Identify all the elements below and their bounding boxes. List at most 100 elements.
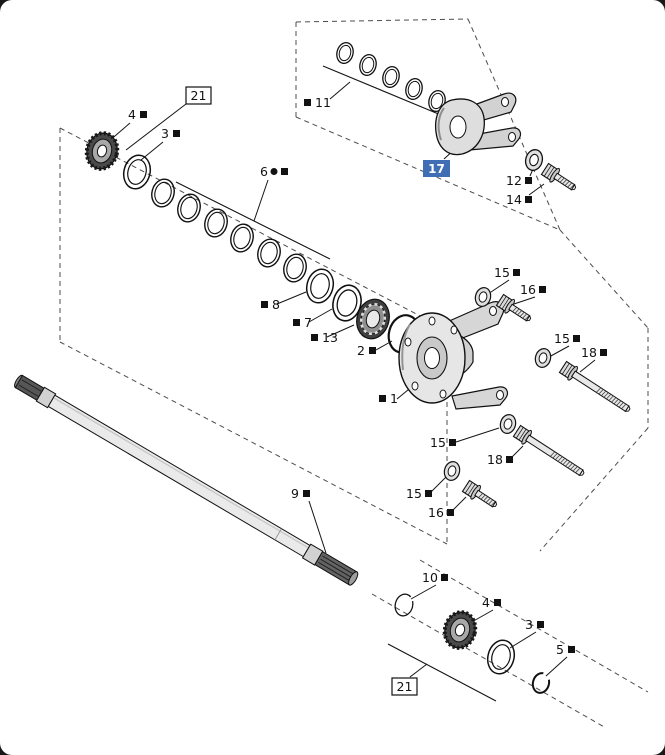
callout-5[interactable]: 5 xyxy=(556,642,575,657)
part-washer-12[interactable] xyxy=(522,147,546,173)
shaft-joint-line xyxy=(274,528,282,541)
part-snap-ring-5[interactable] xyxy=(531,671,552,694)
bearing-inner-race xyxy=(365,309,381,329)
part-shim-6-5[interactable] xyxy=(254,235,284,271)
construction-line xyxy=(59,127,448,331)
shaft-spline-line xyxy=(21,379,42,392)
callout-label: 9 xyxy=(291,486,299,501)
part-shim-6-3[interactable] xyxy=(201,205,231,241)
callout-13[interactable]: 13 xyxy=(311,330,338,345)
callout-15-b[interactable]: 15 xyxy=(554,331,580,346)
callout-17-selected[interactable]: 17 xyxy=(423,160,450,177)
leader-line-16b xyxy=(451,496,467,512)
callout-square-marker xyxy=(369,347,376,354)
callout-2[interactable]: 2 xyxy=(357,343,376,358)
leader-line-14 xyxy=(528,183,545,196)
part-bolt-14[interactable] xyxy=(540,161,580,196)
callout-18-a[interactable]: 18 xyxy=(581,345,607,360)
callout-14[interactable]: 14 xyxy=(506,192,532,207)
callout-18-b[interactable]: 18 xyxy=(487,452,513,467)
callout-3-bottom[interactable]: 3 xyxy=(525,617,544,632)
knuckle-lower-ear xyxy=(467,127,522,151)
callout-square-marker xyxy=(311,334,318,341)
leader-lines xyxy=(107,65,596,702)
hub-bolt-hole xyxy=(404,337,412,347)
callout-square-marker xyxy=(173,130,180,137)
hub-arm-hole xyxy=(496,390,504,400)
leader-line-18a xyxy=(579,359,596,373)
callout-16-a[interactable]: 16 xyxy=(520,282,546,297)
callout-label: 18 xyxy=(487,452,503,467)
construction-line xyxy=(559,229,649,329)
shaft-spline-line xyxy=(322,555,355,576)
part-shim-11-4[interactable] xyxy=(402,76,426,102)
knuckle-ear-hole xyxy=(501,97,509,107)
part-washer-15d[interactable] xyxy=(441,459,463,483)
construction-line xyxy=(59,341,448,545)
callout-15-a[interactable]: 15 xyxy=(494,265,520,280)
callout-label: 5 xyxy=(556,642,564,657)
part-bearing-13[interactable] xyxy=(352,296,393,343)
callout-square-marker xyxy=(293,319,300,326)
hub-arm-hole xyxy=(489,306,497,316)
callout-1[interactable]: 1 xyxy=(379,391,398,406)
callout-16-b[interactable]: 16 xyxy=(428,505,454,520)
leader-line-6 xyxy=(253,179,269,222)
callout-15-c[interactable]: 15 xyxy=(430,435,456,450)
callout-4-top[interactable]: 4 xyxy=(128,107,147,122)
callout-label: 7 xyxy=(304,315,312,330)
part-bolt-18a[interactable] xyxy=(558,359,635,418)
part-bearing-cone-4-bottom[interactable] xyxy=(438,606,482,654)
callout-4-bottom[interactable]: 4 xyxy=(482,595,501,610)
callout-label: 3 xyxy=(525,617,533,632)
part-washer-15b[interactable] xyxy=(532,346,554,370)
part-hub-1[interactable] xyxy=(398,301,509,410)
callouts-layer: 21 4 3 6 11 17 12 14 xyxy=(128,86,607,696)
part-shim-6-1[interactable] xyxy=(148,175,178,211)
leader-line-11 xyxy=(329,81,351,100)
callout-15-d[interactable]: 15 xyxy=(406,486,432,501)
callout-21-top[interactable]: 21 xyxy=(185,86,212,105)
callout-label: 18 xyxy=(581,345,597,360)
callout-label: 11 xyxy=(315,95,331,110)
part-bolt-18b[interactable] xyxy=(512,423,589,482)
callout-3-top[interactable]: 3 xyxy=(161,126,180,141)
part-ring-3-top[interactable] xyxy=(119,151,155,193)
part-shim-11-3[interactable] xyxy=(379,64,403,90)
callout-10[interactable]: 10 xyxy=(422,570,448,585)
callout-21-bottom[interactable]: 21 xyxy=(391,677,418,696)
part-washer-15c[interactable] xyxy=(497,412,519,436)
part-shim-6-2[interactable] xyxy=(174,190,204,226)
part-bolt-16b[interactable] xyxy=(461,478,501,513)
part-shim-6-6[interactable] xyxy=(280,250,310,286)
callout-8[interactable]: 8 xyxy=(261,297,280,312)
hub-shading xyxy=(401,323,411,371)
callout-7[interactable]: 7 xyxy=(293,315,312,330)
shaft-spline-line xyxy=(318,562,351,582)
shaft-spline-line xyxy=(18,384,39,397)
leader-line-8 xyxy=(276,291,307,305)
part-shim-11-2[interactable] xyxy=(356,52,380,78)
part-axle-shaft-9[interactable] xyxy=(12,373,359,587)
callout-6[interactable]: 6 xyxy=(260,164,288,179)
callout-square-marker xyxy=(494,599,501,606)
callout-square-marker xyxy=(600,349,607,356)
part-shim-11-1[interactable] xyxy=(333,40,357,66)
callout-9[interactable]: 9 xyxy=(291,486,310,501)
callout-label: 21 xyxy=(397,679,413,694)
callout-label: 15 xyxy=(554,331,570,346)
part-shim-6-4[interactable] xyxy=(227,220,257,256)
callout-11[interactable]: 11 xyxy=(304,95,331,110)
hub-bolt-hole xyxy=(439,389,447,399)
callout-label: 4 xyxy=(128,107,136,122)
part-ring-8[interactable] xyxy=(302,265,338,307)
callout-label: 3 xyxy=(161,126,169,141)
part-ring-3-bottom[interactable] xyxy=(483,636,519,678)
part-snap-ring-10[interactable] xyxy=(392,591,416,619)
callout-12[interactable]: 12 xyxy=(506,173,532,188)
callout-highlight xyxy=(423,160,450,177)
shaft-shading xyxy=(53,397,308,548)
part-knuckle-17[interactable] xyxy=(434,92,522,156)
hub-bolt-hole xyxy=(450,325,458,335)
